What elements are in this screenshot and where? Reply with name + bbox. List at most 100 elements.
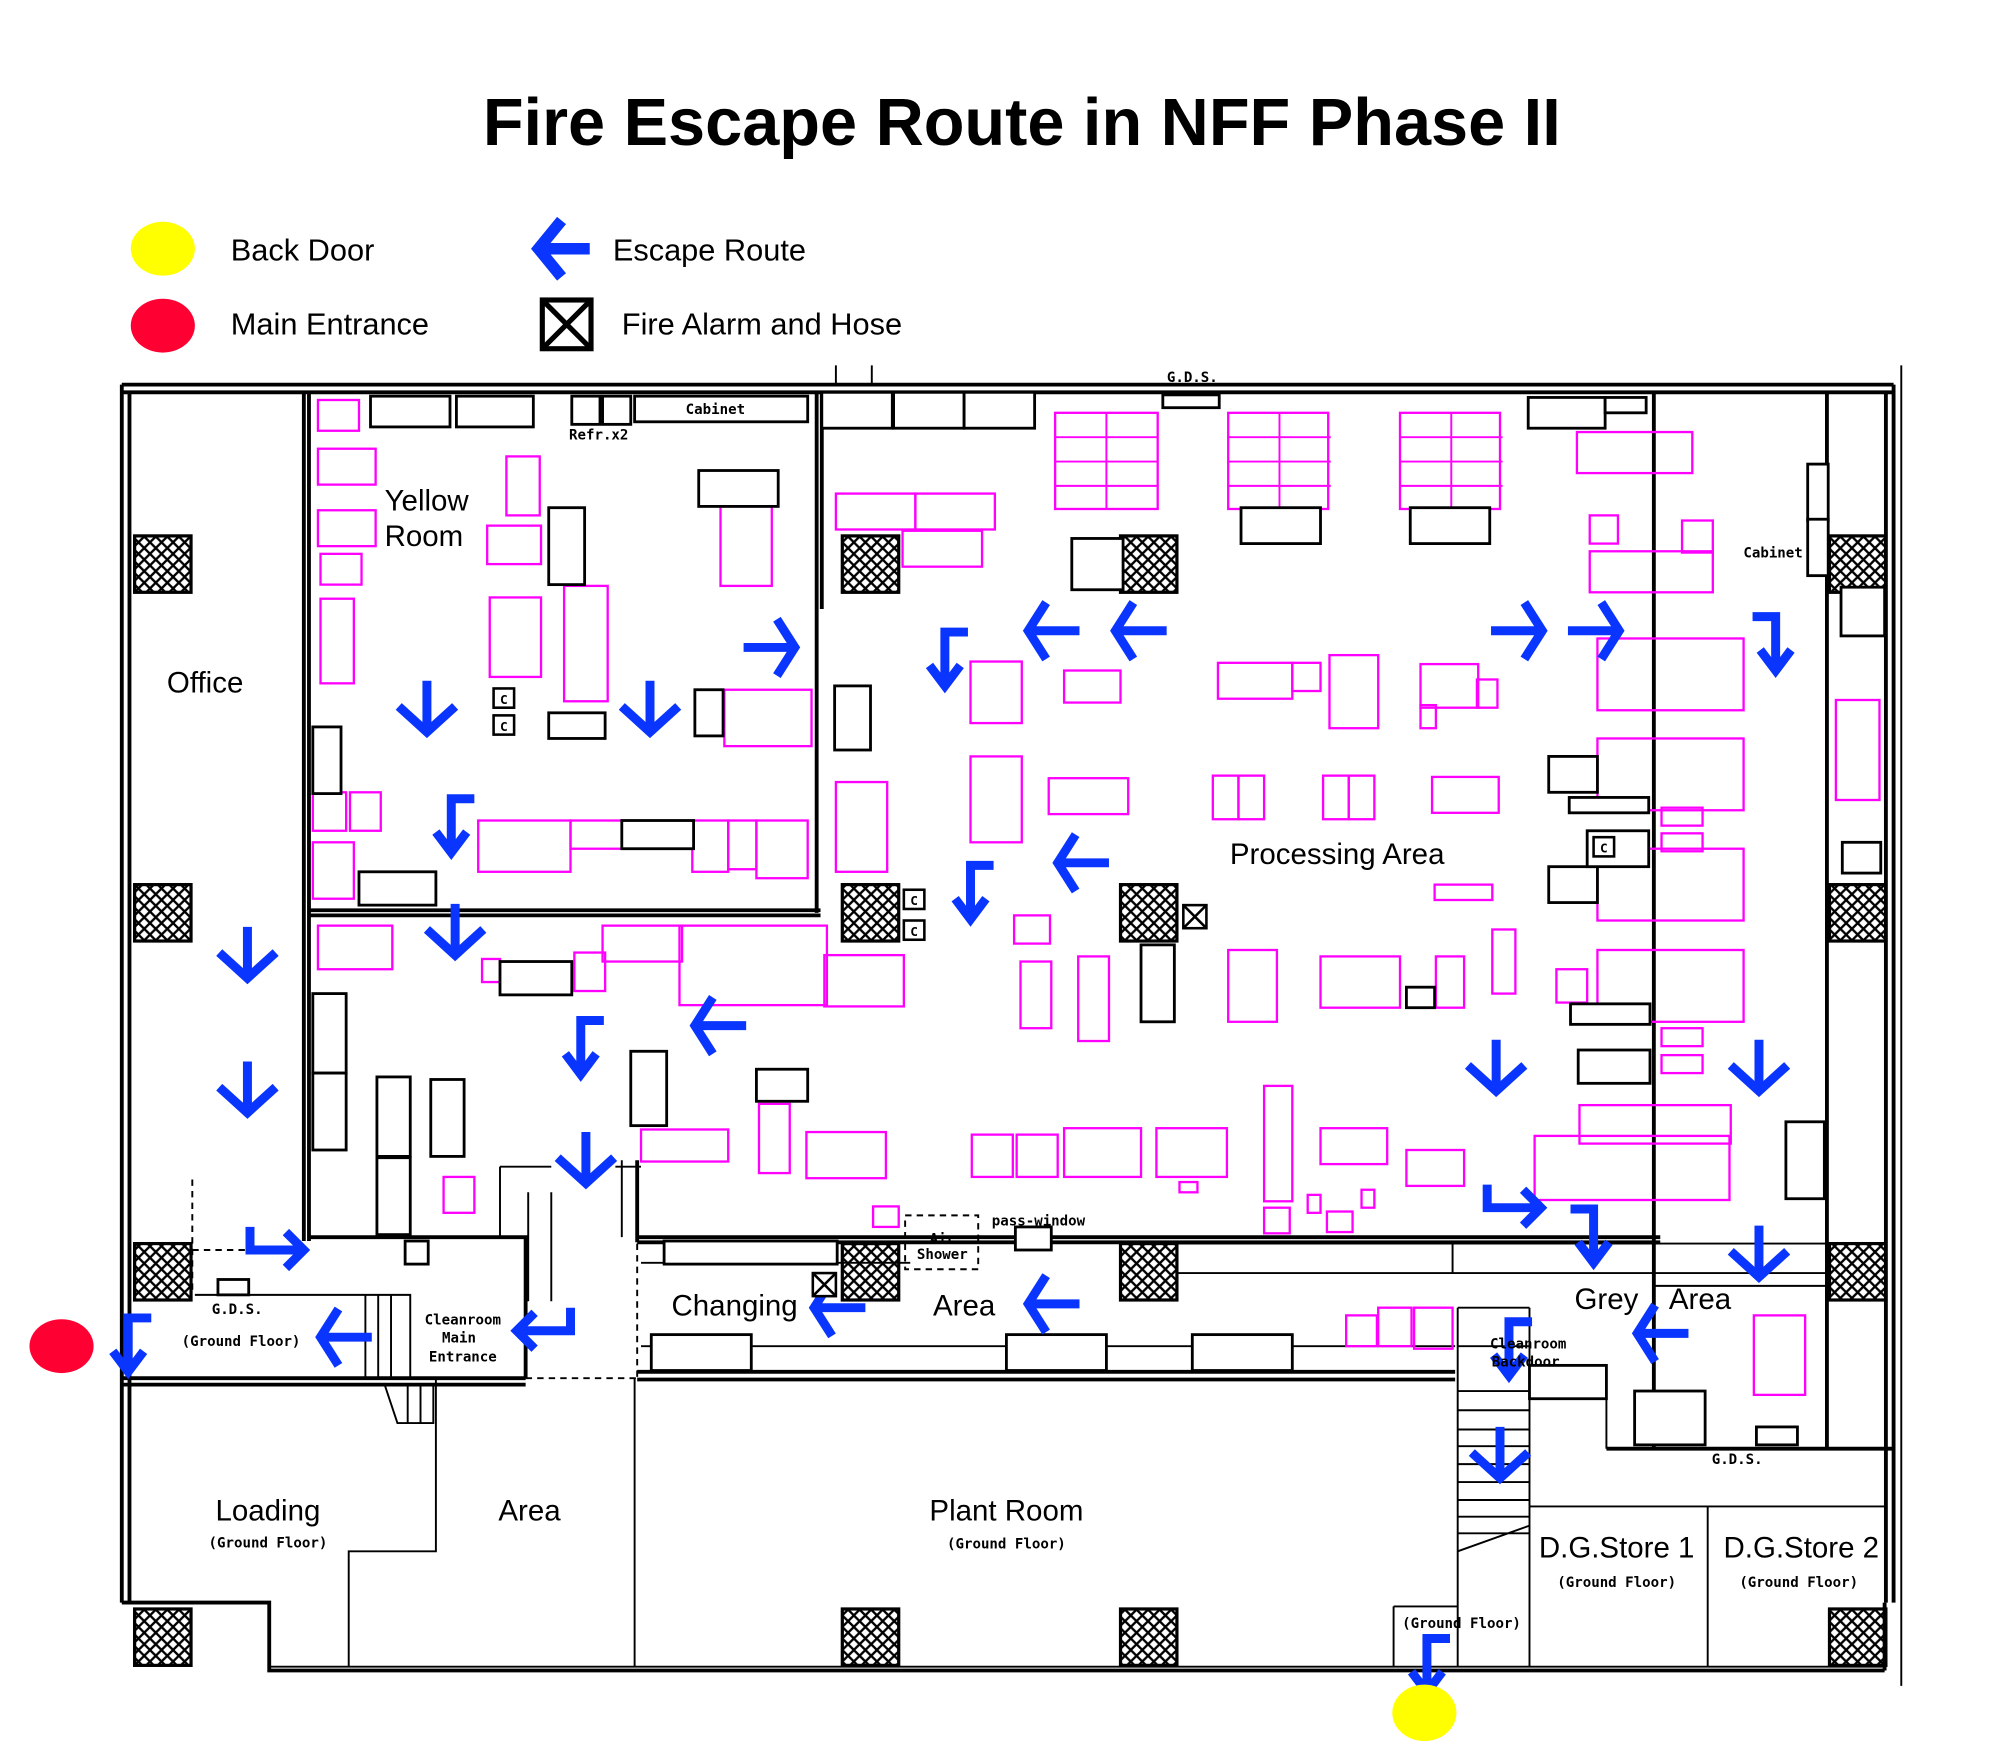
structural-columns xyxy=(133,534,1888,1667)
equipment-outline xyxy=(1578,1103,1732,1145)
escape-route-arrow-icon xyxy=(1052,832,1109,894)
equipment-outline xyxy=(1475,678,1499,709)
equipment-outline xyxy=(1405,1148,1466,1188)
fixture xyxy=(620,819,695,851)
fixture xyxy=(498,960,574,997)
room-label: D.G.Store 2 xyxy=(1723,1532,1879,1565)
equipment-outline xyxy=(1680,519,1714,554)
cleanroom-main-entrance-label: Main xyxy=(442,1330,476,1346)
fixture xyxy=(1806,517,1830,578)
equipment-outline xyxy=(442,1175,476,1214)
equipment-outline xyxy=(1321,774,1350,821)
fixture xyxy=(1405,985,1437,1010)
fixture xyxy=(1784,1120,1826,1201)
equipment-outline xyxy=(1660,832,1704,853)
room-label: D.G.Store 1 xyxy=(1539,1532,1695,1565)
fixture xyxy=(403,1239,430,1266)
fixture xyxy=(1840,840,1883,875)
equipment-outline xyxy=(914,492,997,531)
floor-label: (Ground Floor) xyxy=(1557,1575,1676,1591)
fixture xyxy=(547,506,587,587)
equipment-outline xyxy=(970,1133,1014,1179)
equipment-outline xyxy=(834,492,917,531)
fixture xyxy=(601,394,633,426)
escape-route-arrow-icon xyxy=(1022,600,1080,662)
equipment-outline xyxy=(1419,703,1438,730)
equipment-outline xyxy=(486,524,543,566)
column xyxy=(840,883,901,943)
fixture xyxy=(629,1049,669,1128)
cabinet-c-marker: C xyxy=(492,687,516,709)
equipment-outline xyxy=(834,780,889,873)
equipment-outline xyxy=(1596,948,1745,1023)
svg-text:C: C xyxy=(500,720,508,735)
fixture xyxy=(697,469,780,508)
fixture xyxy=(1528,1363,1608,1401)
equipment-outline xyxy=(480,957,502,984)
column xyxy=(1118,1607,1179,1667)
equipment-outline xyxy=(488,596,543,679)
room-label: Plant Room xyxy=(929,1495,1083,1528)
escape-route-arrow-icon xyxy=(1022,1273,1080,1335)
column xyxy=(1827,1607,1888,1667)
column xyxy=(133,883,193,943)
escape-route-arrow-icon xyxy=(216,926,279,985)
fixture xyxy=(1547,755,1599,794)
fixture xyxy=(547,711,607,740)
svg-text:C: C xyxy=(910,894,918,909)
escape-route-arrow-icon xyxy=(216,1061,279,1119)
cleanroom-backdoor-label: Cleanroom xyxy=(1490,1337,1566,1353)
column xyxy=(133,534,193,594)
equipment-outline xyxy=(1660,1027,1704,1048)
equipment-outline xyxy=(969,660,1023,725)
room-label: Changing xyxy=(672,1289,798,1322)
gds-label: G.D.S. xyxy=(212,1302,263,1318)
equipment-outline xyxy=(316,509,377,548)
escape-route-arrow-icon xyxy=(1567,600,1625,662)
equipment-outline xyxy=(1588,514,1620,545)
equipment-outline xyxy=(1227,948,1279,1023)
fixture xyxy=(1070,537,1125,592)
equipment-outline xyxy=(569,819,623,850)
column xyxy=(1827,883,1888,943)
equipment-outline xyxy=(1012,914,1052,945)
equipment-outline xyxy=(1262,1206,1291,1235)
cabinet-c-marker: C xyxy=(902,919,926,942)
equipment-outline xyxy=(1347,774,1376,821)
escape-route-arrow-icon xyxy=(109,1313,152,1380)
legend-escape-route: Escape Route xyxy=(613,232,806,267)
equipment-outline xyxy=(1360,1188,1376,1209)
equipment-outline xyxy=(1306,1193,1322,1214)
fixture xyxy=(649,1333,753,1372)
escape-route-arrow-icon xyxy=(951,860,994,927)
column xyxy=(840,1241,901,1302)
equipment-outline xyxy=(1533,1134,1731,1202)
column xyxy=(840,1607,901,1667)
fixture xyxy=(633,394,810,424)
equipment-outline xyxy=(573,951,607,993)
equipment-outline xyxy=(505,455,541,517)
cleanroom-backdoor-label: Backdoor xyxy=(1492,1355,1560,1371)
fire-alarm-hose-icon xyxy=(1182,903,1208,930)
equipment-outline xyxy=(805,1130,888,1180)
fixture xyxy=(455,394,535,429)
column xyxy=(1118,1241,1179,1302)
escape-route-arrow-icon xyxy=(689,995,747,1057)
fire-alarm-hose-icon xyxy=(811,1271,838,1298)
escape-route-arrow-icon xyxy=(510,1307,575,1352)
back-door-marker xyxy=(130,221,195,276)
equipment-outline xyxy=(316,924,394,971)
equipment-outline xyxy=(1291,661,1322,693)
fixture xyxy=(662,1239,839,1266)
fixture xyxy=(892,390,966,430)
floor-label: (Ground Floor) xyxy=(182,1334,301,1350)
fixture xyxy=(1526,396,1607,430)
equipment-outline xyxy=(1834,698,1881,802)
pass-window-label: pass-window xyxy=(992,1214,1086,1230)
equipment-outline xyxy=(691,819,730,873)
fixture xyxy=(1139,943,1176,1024)
equipment-outline xyxy=(1588,550,1714,594)
escape-route-arrow-icon xyxy=(925,627,968,694)
svg-text:C: C xyxy=(500,693,508,708)
